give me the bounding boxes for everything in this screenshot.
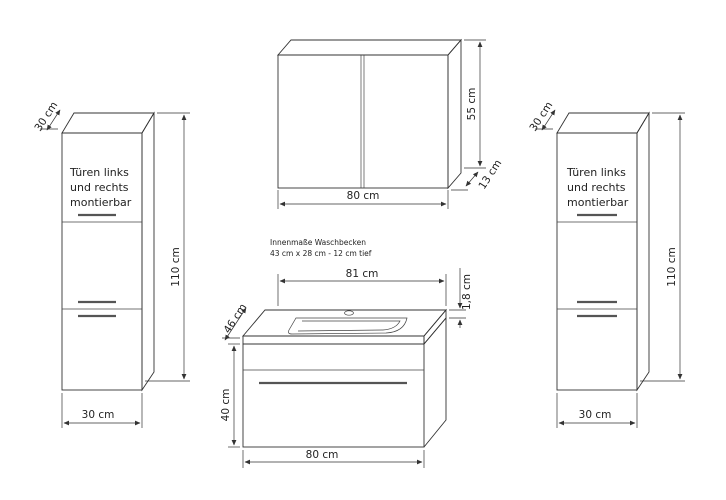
vanity-thickness-label: 1,8 cm [461,274,473,310]
left-cabinet-width-label: 30 cm [82,409,115,421]
right-cabinet-text-3: montierbar [567,196,629,209]
left-cabinet-front [61,132,143,391]
vanity-basin-inner [297,320,401,332]
vanity-basin-note-title: Innenmaße Waschbecken [270,238,366,247]
right-cabinet-front [556,132,638,391]
left-cabinet-height-label: 110 cm [170,247,182,286]
left-cabinet-side [141,111,155,392]
mirror-width-label: 80 cm [347,190,380,202]
vanity-basin [288,317,408,335]
mirror-height-label: 55 cm [466,88,478,121]
vanity-basin-width-label: 81 cm [346,268,379,280]
right-cabinet-side [636,111,650,392]
right-cabinet-text-1: Türen links [566,166,626,179]
vanity-basin-note-dims: 43 cm x 28 cm - 12 cm tief [270,249,372,258]
right-cabinet-depth-label: 30 cm [527,100,555,134]
mirror-cabinet-side [447,38,462,190]
left-tall-cabinet: Türen links und rechts montierbar 30 cm … [32,100,190,428]
right-cabinet-width-label: 30 cm [579,409,612,421]
vanity-tap-hole [344,310,354,316]
vanity-cabinet-side [423,316,447,448]
left-cabinet-top [61,112,155,134]
vanity-width-label: 80 cm [306,449,339,461]
vanity-countertop-side [423,308,447,346]
vanity-unit: Innenmaße Waschbecken 43 cm x 28 cm - 12… [220,238,473,468]
mirror-depth-dim [465,171,479,187]
left-cabinet-text-1: Türen links [69,166,129,179]
vanity-depth-dim [224,307,247,341]
right-cabinet-text-2: und rechts [567,181,626,194]
vanity-cabinet-front [242,343,425,448]
right-cabinet-top [556,112,650,134]
vanity-countertop-front [242,335,425,345]
right-tall-cabinet: Türen links und rechts montierbar 30 cm … [527,100,685,428]
left-cabinet-text-2: und rechts [70,181,129,194]
left-cabinet-depth-label: 30 cm [32,100,60,134]
vanity-height-label: 40 cm [220,389,232,422]
left-cabinet-depth-dim [46,109,61,131]
right-cabinet-height-label: 110 cm [666,247,678,286]
mirror-cabinet-top [277,39,462,56]
right-cabinet-depth-dim [541,109,556,131]
mirror-cabinet: 55 cm 13 cm 80 cm [277,38,504,209]
left-cabinet-text-3: montierbar [70,196,132,209]
mirror-depth-label: 13 cm [476,158,504,192]
vanity-depth-label: 46 cm [221,302,249,336]
mirror-cabinet-front [277,54,449,189]
